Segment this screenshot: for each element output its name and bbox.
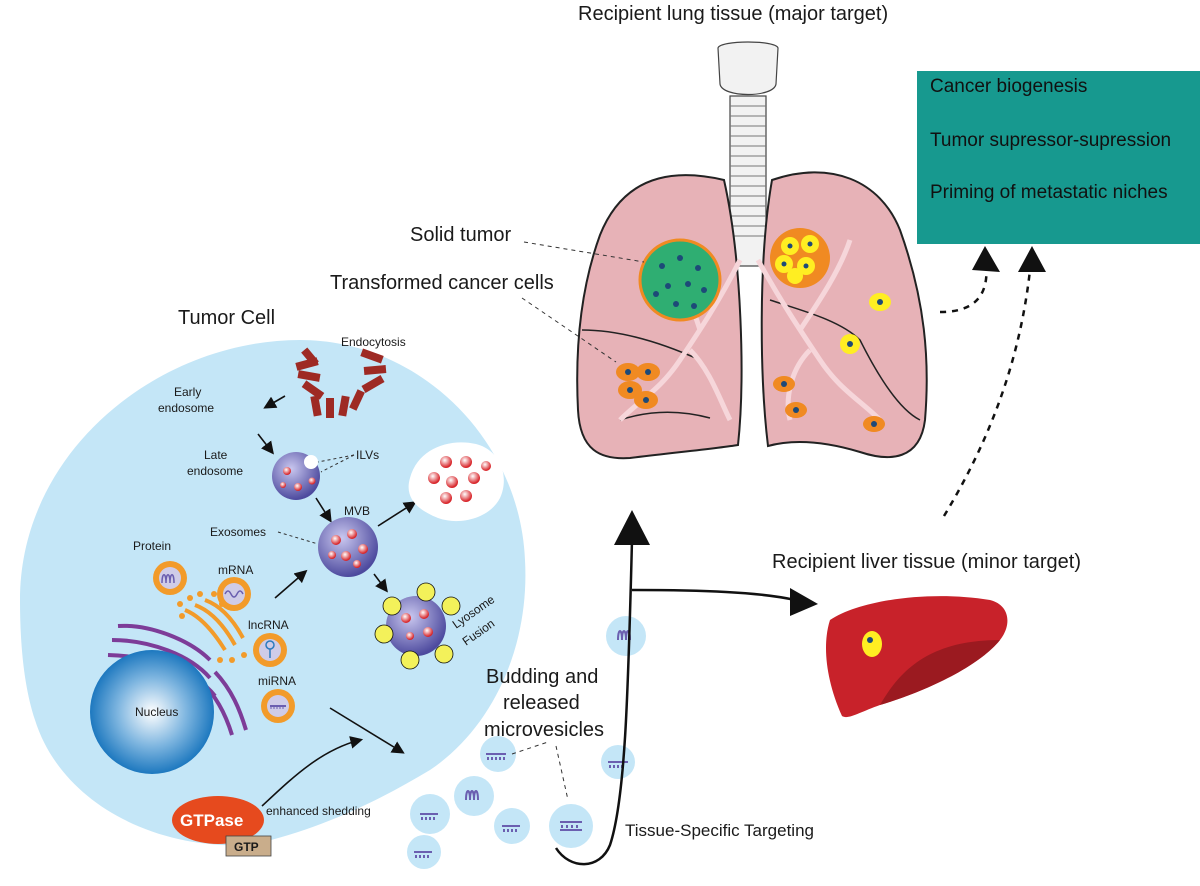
mrna-vesicle-icon <box>217 577 251 611</box>
lung-title: Recipient lung tissue (major target) <box>578 3 888 25</box>
budding-label-1: Budding and <box>486 666 598 688</box>
lncrna-vesicle-icon <box>253 633 287 667</box>
outcome-item: Priming of metastatic niches <box>930 182 1168 203</box>
early-endosome-label-2: endosome <box>158 401 214 415</box>
arrow-mvb-to-lysosome <box>373 573 388 593</box>
budding-label-3: microvesicles <box>484 719 604 741</box>
late-endosome-icon <box>272 452 320 500</box>
protein-vesicle-icon <box>153 561 187 595</box>
late-endosome-label-1: Late <box>204 448 228 462</box>
solid-tumor-icon <box>638 238 722 322</box>
transformed-cells-label: Transformed cancer cells <box>330 272 554 294</box>
mirna-vesicle-icon <box>261 689 295 723</box>
arrow-gtpase-shedding <box>261 736 364 807</box>
ilvs-leader <box>317 454 355 473</box>
exosomes-label: Exosomes <box>210 525 266 539</box>
gtpase-label: GTPase <box>180 811 243 830</box>
gtp-label: GTP <box>234 840 259 854</box>
transformed-cells-leader <box>521 297 617 363</box>
enhanced-shedding-label: enhanced shedding <box>266 804 371 818</box>
early-endosome-label-1: Early <box>174 385 201 399</box>
liver-icon <box>826 596 1008 718</box>
tissue-targeting-label: Tissue-Specific Targeting <box>625 821 814 840</box>
gtpase-icon: GTPase GTP <box>172 796 272 857</box>
arrow-to-liver <box>631 588 796 602</box>
lungs-icon <box>576 171 928 460</box>
endocytosis-label: Endocytosis <box>341 335 406 349</box>
microvesicles <box>407 616 646 869</box>
arrow-liver-to-outcomes <box>942 269 1032 517</box>
liver-title: Recipient liver tissue (minor target) <box>772 551 1081 573</box>
protein-label: Protein <box>133 539 171 553</box>
mvb-icon <box>318 517 378 577</box>
budding-leader <box>511 741 569 801</box>
arrow-early-to-late <box>257 433 274 455</box>
nucleus-icon: Nucleus <box>90 650 214 774</box>
arrow-to-lung-head <box>614 510 650 545</box>
mrna-label: mRNA <box>218 563 253 577</box>
outcome-item: Cancer biogenesis <box>930 76 1087 97</box>
tumor-cell: Tumor Cell Endocytosis Early endosome La… <box>20 307 526 857</box>
nucleus-label: Nucleus <box>135 705 178 719</box>
transformed-cells-icon <box>616 293 891 432</box>
arrow-cargo-to-mvb <box>274 569 308 599</box>
solid-tumor-label: Solid tumor <box>410 224 511 246</box>
lncrna-label: lncRNA <box>248 618 289 632</box>
trachea-icon <box>717 41 779 267</box>
lysosome-fusion-icon <box>374 582 461 670</box>
arrow-late-to-mvb <box>315 497 332 523</box>
golgi-icon <box>177 591 247 663</box>
ilvs-label: ILVs <box>356 448 379 462</box>
budding-label-2: released <box>503 692 580 714</box>
arrow-liver-to-outcomes-head <box>1018 246 1046 272</box>
released-exosomes-icon <box>408 442 504 522</box>
late-endosome-label-2: endosome <box>187 464 243 478</box>
arrow-endocytosis-to-early <box>263 395 286 409</box>
mirna-label: miRNA <box>258 674 296 688</box>
outcomes-box: Cancer biogenesis Tumor supressor-supres… <box>917 71 1200 244</box>
arrow-cargo-to-budding <box>329 707 405 754</box>
arrow-to-liver-head <box>790 588 818 616</box>
arrow-lung-to-outcomes-head <box>972 246 1000 272</box>
mvb-label: MVB <box>344 504 370 518</box>
trafficking-path <box>554 539 634 866</box>
tumor-cell-membrane <box>20 340 526 846</box>
metastatic-cluster-icon <box>770 228 830 288</box>
outcome-item: Tumor supressor-supression <box>930 130 1171 151</box>
arrow-mvb-to-release <box>377 501 417 527</box>
arrow-lung-to-outcomes <box>939 261 988 314</box>
endocytosis-pit-icon <box>295 347 387 418</box>
exosomes-leader <box>277 531 319 545</box>
tumor-cell-label: Tumor Cell <box>178 307 275 329</box>
